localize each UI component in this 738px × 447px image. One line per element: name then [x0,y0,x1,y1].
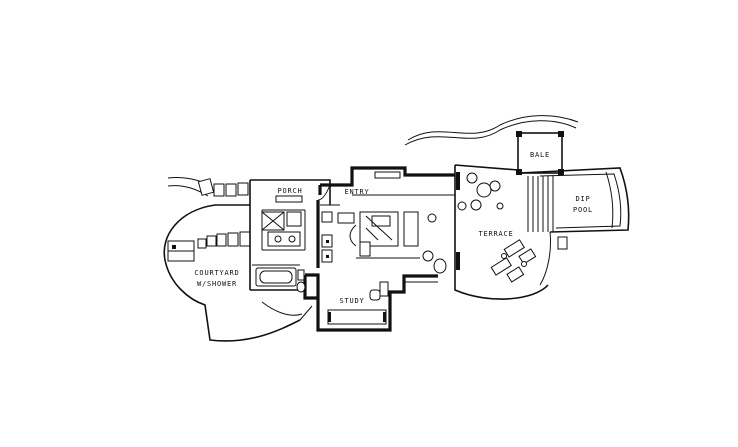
stepping-stones-top [197,178,249,197]
landscape-curves [167,115,579,197]
courtyard [163,204,313,342]
terrace-furniture [456,172,537,283]
label-terrace: TERRACE [478,230,513,238]
label-porch: PORCH [277,187,302,195]
house-walls [249,164,549,332]
label-courtyard-1: COURTYARD [194,269,239,277]
label-dip-pool-2: POOL [573,206,593,214]
study-furniture [327,281,389,325]
bathroom-fixtures [255,211,333,293]
label-courtyard-2: W/SHOWER [197,280,237,288]
room-labels: PORCH ENTRY BALE DIP POOL TERRACE COURTY… [194,151,593,305]
label-dip-pool-1: DIP [575,195,590,203]
bale-pavilion [516,131,564,175]
label-bale: BALE [530,151,550,159]
porch-furniture [275,184,331,203]
bedroom-furniture [337,211,447,274]
dip-pool [519,167,630,286]
label-entry: ENTRY [344,188,369,196]
label-study: STUDY [339,297,364,305]
